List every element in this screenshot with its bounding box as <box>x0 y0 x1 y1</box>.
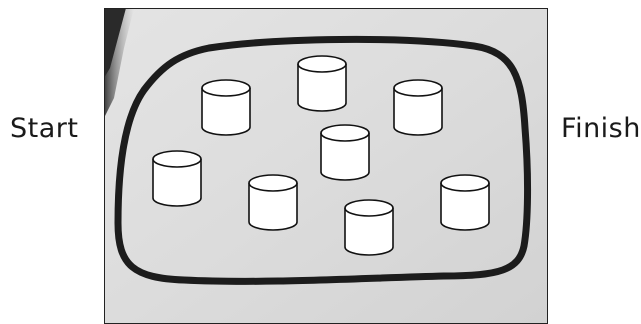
cylinder <box>345 200 393 255</box>
cylinder <box>298 56 346 111</box>
cylinder <box>441 175 489 230</box>
cylinder <box>202 80 250 135</box>
cylinder <box>249 175 297 230</box>
track-photo <box>104 8 548 324</box>
cylinder <box>321 125 369 180</box>
cylinder <box>394 80 442 135</box>
start-label: Start <box>10 113 78 144</box>
finish-label: Finish <box>561 113 641 144</box>
cylinder <box>153 151 201 206</box>
